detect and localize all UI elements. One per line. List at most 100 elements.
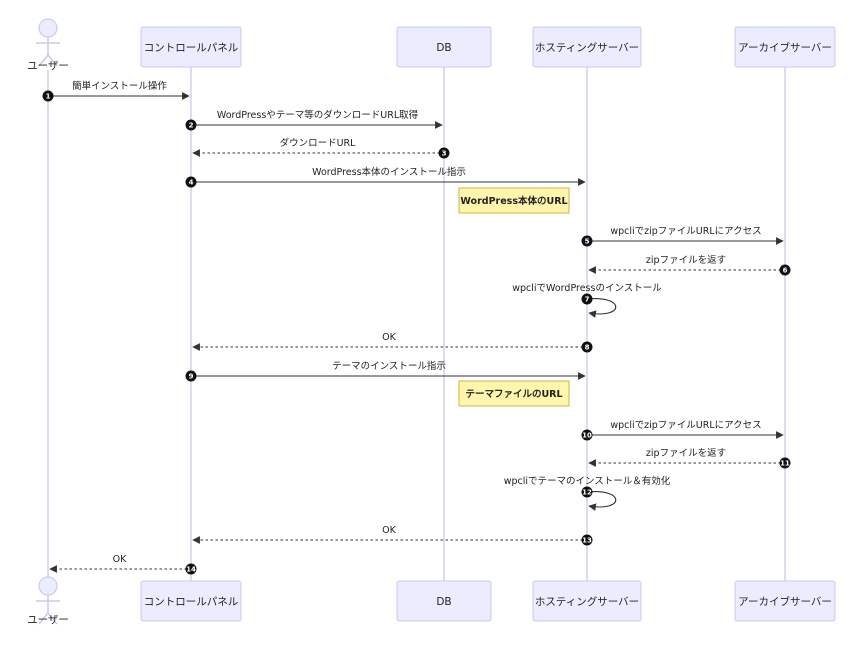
sequence-dot [581,235,593,247]
sequence-dot [779,457,791,469]
sequence-number-badge: 5 [581,235,593,247]
sequence-dot [581,534,593,546]
participant-box [396,580,492,622]
sequence-number: 13 [582,537,592,545]
sequence-number: 6 [783,267,788,275]
message-label: WordPress本体のインストール指示 [312,166,466,178]
participant-box [140,26,242,68]
participant-user-bottom: ユーザー [27,576,69,626]
participant-label: アーカイブサーバー [738,595,832,608]
actor-leg-icon [47,612,58,625]
sequence-dot [779,264,791,276]
message-7: wpcliでWordPressのインストール 7 [512,283,662,318]
sequence-dot [185,370,197,382]
participant-label: ホスティングサーバー [535,595,639,608]
participant-box [140,580,242,622]
participant-cp-bottom: コントロールパネル [140,580,242,622]
participant-label: ホスティングサーバー [535,41,639,54]
participant-box [396,26,492,68]
note-4: WordPress本体のURL [458,187,570,214]
note-9: テーマファイルのURL [458,380,570,407]
participant-box [532,580,642,622]
message-14: OK 14 [49,554,197,575]
message-label: OK [382,525,396,536]
note-box [458,187,570,214]
message-label: テーマのインストール指示 [332,360,446,372]
participant-label: アーカイブサーバー [738,41,832,54]
message-label: wpcliでWordPressのインストール [512,283,662,294]
message-label: OK [382,332,396,343]
actor-leg-icon [38,54,49,67]
sequence-number-badge: 3 [438,147,450,159]
sequence-number-badge: 6 [779,264,791,276]
sequence-number: 14 [186,566,196,574]
sequence-dot [581,341,593,353]
sequence-dot [581,429,593,441]
note-text: WordPress本体のURL [460,195,567,207]
sequence-dot [185,176,197,188]
actor-leg-icon [38,612,49,625]
participant-label: コントロールパネル [144,596,239,608]
message-label: OK [113,554,127,565]
sequence-dot [581,486,593,498]
sequence-number: 5 [585,238,590,246]
sequence-number: 8 [585,344,590,352]
actor-head-icon [38,576,58,596]
message-label: zipファイルを返す [646,447,726,459]
participant-label: ユーザー [27,60,69,72]
sequence-number: 2 [189,122,194,130]
message-6: zipファイルを返す 6 [588,254,791,276]
message-5: wpcliでzipファイルURLにアクセス 5 [581,226,784,247]
sequence-number-badge: 10 [581,429,593,441]
message-12: wpcliでテーマのインストール＆有効化 12 [504,475,671,511]
participant-db-bottom: DB [396,580,492,622]
message-label: wpcliでテーマのインストール＆有効化 [504,475,671,487]
sequence-number-badge: 13 [581,534,593,546]
message-8: OK 8 [192,332,593,353]
sequence-dot [438,147,450,159]
participant-user-top: ユーザー [27,18,69,72]
participant-label: DB [436,596,451,608]
participant-label: ユーザー [27,614,69,626]
participant-host-bottom: ホスティングサーバー [532,580,642,622]
sequence-dot [581,293,593,305]
note-text: テーマファイルのURL [465,389,562,400]
participant-label: コントロールパネル [144,42,239,54]
message-label: wpcliでzipファイルURLにアクセス [610,420,761,431]
note-box [458,380,570,407]
sequence-number-badge: 9 [185,370,197,382]
message-label: wpcliでzipファイルURLにアクセス [610,226,761,237]
participant-db-top: DB [396,26,492,68]
sequence-number-badge: 12 [581,486,593,498]
message-label: zipファイルを返す [646,254,726,266]
sequence-number: 4 [189,179,194,187]
sequence-number-badge: 8 [581,341,593,353]
message-4: WordPress本体のインストール指示 4 [185,166,586,188]
sequence-number-badge: 1 [42,90,54,102]
sequence-dot [42,90,54,102]
participant-archive-bottom: アーカイブサーバー [734,580,836,622]
message-label: WordPressやテーマ等のダウンロードURL取得 [217,109,419,121]
message-2: WordPressやテーマ等のダウンロードURL取得 2 [185,109,443,131]
message-9: テーマのインストール指示 9 [185,360,586,382]
actor-head-icon [38,18,58,38]
sequence-number: 12 [582,489,592,497]
sequence-dot [185,119,197,131]
message-11: zipファイルを返す 11 [588,447,791,469]
sequence-dot [185,563,197,575]
message-13: OK 13 [192,525,593,546]
sequence-number: 1 [46,93,51,101]
sequence-number-badge: 2 [185,119,197,131]
sequence-number-badge: 14 [185,563,197,575]
participant-cp-top: コントロールパネル [140,26,242,68]
sequence-number: 11 [780,460,790,468]
sequence-number: 9 [189,373,194,381]
sequence-number: 10 [582,432,592,440]
participant-label: DB [436,42,451,54]
sequence-number: 7 [585,296,590,304]
actor-leg-icon [47,54,58,67]
